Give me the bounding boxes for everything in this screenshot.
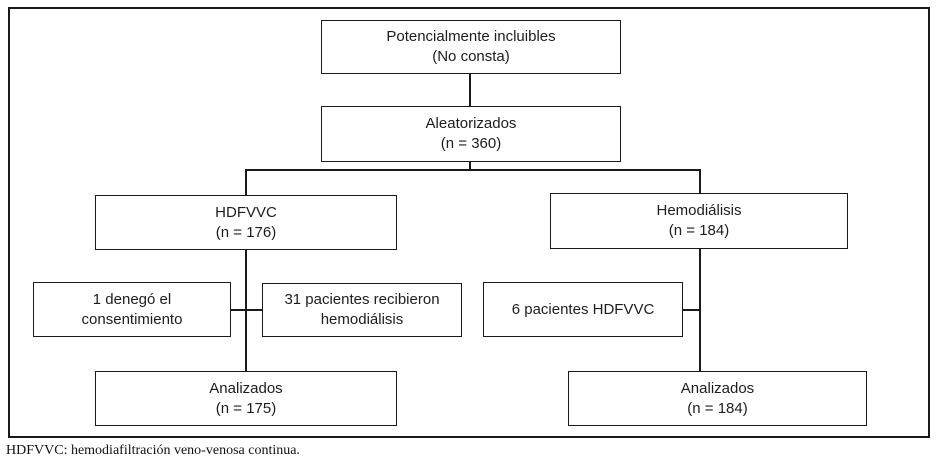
box-hdfvvc-arm-line2: (n = 176) <box>215 223 277 241</box>
connector-right-exclusion-stub <box>683 309 700 311</box>
connector-randomized-stem <box>469 162 471 171</box>
box-analyzed-hdfvvc-line1: Analizados <box>209 379 283 397</box>
box-hemodialysis-arm: Hemodiálisis (n = 184) <box>550 193 848 249</box>
abbreviation-footnote: HDFVVC: hemodiafiltración veno-venosa co… <box>6 443 300 458</box>
connector-split-to-hemodialysis <box>699 169 701 194</box>
box-potentially-eligible: Potencialmente incluibles (No consta) <box>321 20 621 74</box>
box-analyzed-hdfvvc-line2: (n = 175) <box>215 399 277 417</box>
box-analyzed-hemodialysis: Analizados (n = 184) <box>568 371 867 426</box>
box-randomized-line2: (n = 360) <box>440 135 502 152</box>
connector-split-to-hdfvvc <box>245 169 247 196</box>
box-received-hemodialysis-line1: 31 pacientes recibieron <box>284 291 440 308</box>
connector-hemodialysis-to-analyzed <box>699 249 701 371</box>
box-hdfvvc-arm-line1: HDFVVC <box>215 203 277 221</box>
box-patients-hdfvvc: 6 pacientes HDFVVC <box>483 282 683 337</box>
box-patients-hdfvvc-line1: 6 pacientes HDFVVC <box>511 300 655 318</box>
box-potentially-eligible-line2: (No consta) <box>432 48 510 65</box>
box-randomized-line1: Aleatorizados <box>425 115 517 132</box>
connector-left-exclusions-stub <box>231 309 262 311</box>
box-denied-consent-line2: consentimiento <box>81 310 183 328</box>
diagram-outer-frame <box>8 7 930 438</box>
box-denied-consent-line1: 1 denegó el <box>92 290 172 308</box>
box-hemodialysis-arm-line2: (n = 184) <box>668 222 730 239</box>
box-analyzed-hemodialysis-line1: Analizados <box>680 379 755 397</box>
connector-split-horizontal <box>245 169 701 171</box>
box-potentially-eligible-line1: Potencialmente incluibles <box>386 28 556 45</box>
box-received-hemodialysis-line2: hemodiálisis <box>320 311 404 328</box>
box-randomized: Aleatorizados (n = 360) <box>321 106 621 162</box>
box-hemodialysis-arm-line1: Hemodiálisis <box>656 202 742 219</box>
box-hdfvvc-arm: HDFVVC (n = 176) <box>95 195 397 250</box>
connector-eligible-to-randomized <box>469 74 471 107</box>
box-analyzed-hdfvvc: Analizados (n = 175) <box>95 371 397 426</box>
box-received-hemodialysis: 31 pacientes recibieron hemodiálisis <box>262 283 462 337</box>
box-analyzed-hemodialysis-line2: (n = 184) <box>687 399 748 417</box>
box-denied-consent: 1 denegó el consentimiento <box>33 282 231 337</box>
